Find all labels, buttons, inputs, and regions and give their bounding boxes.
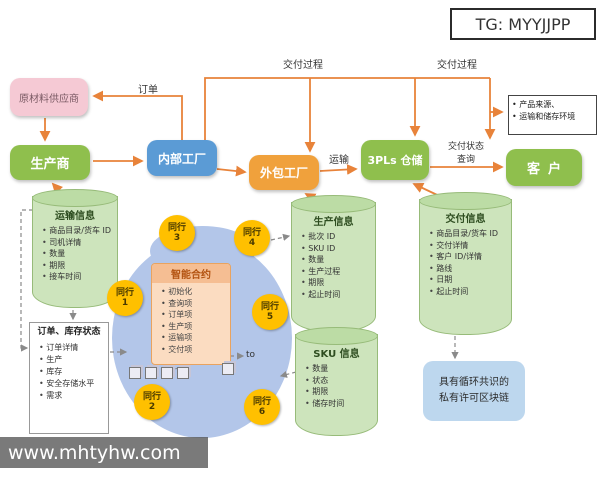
order-box-item: 安全存储水平: [39, 378, 105, 390]
edge-label-to: to: [246, 350, 256, 360]
smart-contract-item: 运输项: [161, 332, 227, 344]
peer-node-3: 同行 3: [159, 215, 195, 251]
edge-label-delivery-status-query: 交付状态 查询: [437, 141, 495, 166]
block-cube: [222, 363, 234, 375]
datastore-delivery-info: 交付信息 商品目录/货车 ID 交付详情 客户 ID/详情 路线 日期 起止时间: [419, 192, 512, 335]
datastore-item: 期限: [301, 277, 372, 289]
block-cube: [161, 367, 173, 379]
smart-contract-item: 生产项: [161, 321, 227, 333]
peer-label: 同行: [142, 391, 161, 402]
peer-node-5: 同行 5: [252, 294, 288, 330]
datastore-item: 商品目录/货车 ID: [42, 225, 114, 237]
peer-label: 同行: [260, 301, 279, 312]
block-cube: [129, 367, 141, 379]
peer-node-6: 同行 6: [244, 389, 280, 425]
datastore-item: 期限: [42, 260, 114, 272]
dashed-transportinfo-to-orderbox: [20, 209, 40, 352]
arrow-internal-to-outsourced: [216, 165, 247, 177]
arrow-outsourced-to-warehouse: [319, 164, 358, 175]
datastore-production-info: 生产信息 批次 ID SKU ID 数量 生产过程 期限 起止时间: [291, 195, 376, 332]
product-source-note: 产品来源、 运输和储存环境: [508, 95, 597, 135]
datastore-sku-info: SKU 信息 数量 状态 期限 储存时间: [295, 327, 378, 436]
datastore-item: 数量: [305, 363, 374, 375]
order-box-item: 生产: [39, 354, 105, 366]
datastore-item: 起止时间: [429, 286, 508, 298]
dashed-sku-to-blob: [279, 370, 297, 378]
block-cube: [145, 367, 157, 379]
datastore-item: 司机详情: [42, 237, 114, 249]
note-line: 私有许可区块链: [439, 393, 509, 404]
peer-label: 同行: [252, 396, 271, 407]
peer-node-1: 同行 1: [107, 280, 143, 316]
datastore-transport-info: 运输信息 商品目录/货车 ID 司机详情 数量 期限 接车时间: [32, 189, 118, 308]
peer-number: 6: [258, 407, 266, 417]
edge-label-line: 查询: [456, 154, 475, 165]
node-internal-factory: 内部工厂: [147, 140, 217, 176]
watermark: www.mhtyhw.com: [0, 437, 208, 468]
peer-number: 3: [173, 233, 181, 243]
datastore-item: 储存时间: [305, 398, 374, 410]
edge-label-line: 交付状态: [447, 142, 484, 152]
smart-contract-box: 智能合约 初始化 查询项 订单项 生产项 运输项 交付项: [151, 263, 231, 365]
line-delivery-process: [204, 77, 490, 140]
datastore-item: 批次 ID: [301, 231, 372, 243]
smart-contract-item: 初始化: [161, 286, 227, 298]
datastore-item: 路线: [429, 263, 508, 275]
order-box-item: 库存: [39, 366, 105, 378]
datastore-title: 生产信息: [313, 217, 354, 228]
note-line: 运输和储存环境: [512, 111, 594, 123]
datastore-item: 日期: [429, 274, 508, 286]
dashed-peer4-to-productioninfo: [270, 233, 291, 241]
smart-contract-item: 查询项: [161, 298, 227, 310]
node-outsourced-factory: 外包工厂: [249, 155, 319, 190]
peer-number: 4: [248, 238, 256, 248]
peer-node-4: 同行 4: [234, 220, 270, 256]
peer-label: 同行: [115, 287, 134, 298]
smart-contract-item: 交付项: [161, 344, 227, 356]
peer-number: 5: [266, 312, 274, 322]
order-inventory-status-box: 订单、库存状态 订单详情 生产 库存 安全存储水平 需求: [29, 322, 109, 434]
datastore-item: 期限: [305, 386, 374, 398]
edge-label-delivery-process-left: 交付过程: [283, 60, 323, 71]
edge-label-delivery-process-right: 交付过程: [437, 60, 477, 71]
note-line: 具有循环共识的: [439, 377, 509, 388]
peer-label: 同行: [242, 227, 261, 238]
datastore-item: 商品目录/货车 ID: [429, 228, 508, 240]
datastore-title: SKU 信息: [313, 349, 360, 360]
node-3pls-warehouse: 3PLs 仓储: [361, 140, 429, 180]
order-box-item: 需求: [39, 390, 105, 402]
tg-badge: TG: MYYJJPP: [450, 8, 596, 40]
block-cube: [177, 367, 189, 379]
edge-label-order: 订单: [138, 85, 158, 96]
datastore-item: 客户 ID/详情: [429, 251, 508, 263]
datastore-item: SKU ID: [301, 243, 372, 255]
datastore-item: 起止时间: [301, 289, 372, 301]
node-manufacturer: 生产商: [10, 145, 90, 180]
node-raw-material-supplier: 原材料供应商: [10, 78, 88, 116]
edge-label-transport: 运输: [329, 155, 349, 166]
datastore-item: 接车时间: [42, 271, 114, 283]
datastore-item: 生产过程: [301, 266, 372, 278]
blockchain-consensus-note: 具有循环共识的 私有许可区块链: [423, 361, 525, 421]
order-box-item: 订单详情: [39, 342, 105, 354]
smart-contract-item: 订单项: [161, 309, 227, 321]
note-line: 产品来源、: [512, 99, 594, 111]
peer-node-2: 同行 2: [134, 384, 170, 420]
arrow-order-to-supplier: [92, 90, 183, 140]
datastore-title: 交付信息: [445, 214, 486, 225]
order-box-title: 订单、库存状态: [37, 327, 101, 337]
datastore-item: 交付详情: [429, 240, 508, 252]
datastore-title: 运输信息: [55, 211, 95, 222]
smart-contract-title: 智能合约: [152, 264, 230, 283]
peer-label: 同行: [167, 222, 186, 233]
peer-number: 2: [148, 402, 156, 412]
datastore-item: 数量: [42, 248, 114, 260]
datastore-item: 数量: [301, 254, 372, 266]
peer-number: 1: [121, 298, 129, 308]
node-customer: 客户: [506, 149, 582, 186]
datastore-item: 状态: [305, 375, 374, 387]
